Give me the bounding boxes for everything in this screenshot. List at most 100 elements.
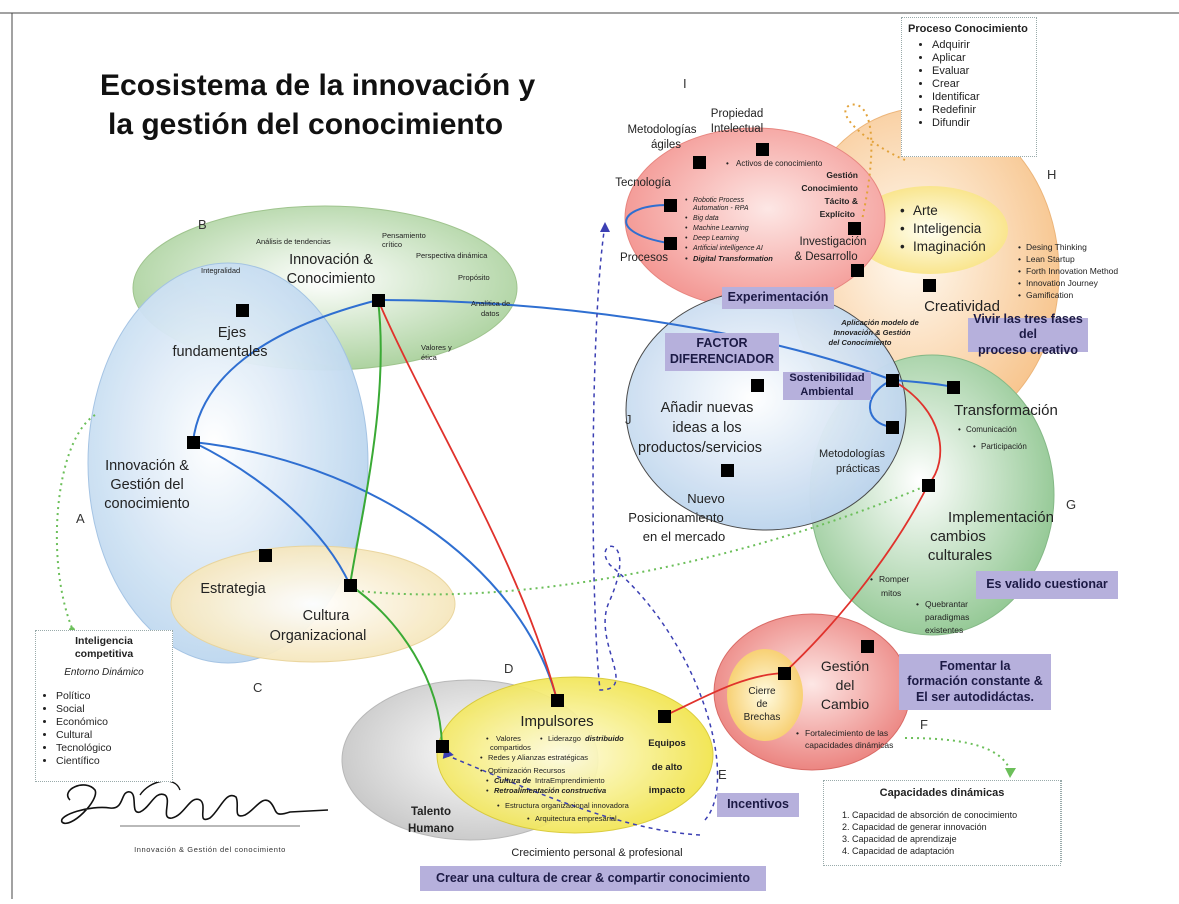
g-implementacion-3: culturales (928, 547, 992, 564)
g-bullet-participacion: • (973, 442, 976, 451)
g-bullet-comunicacion: • (958, 425, 961, 434)
green-line-c-to-d (349, 584, 443, 746)
capacidades-item: Capacidad de generar innovación (852, 821, 1060, 833)
inteligencia-title: Inteligencia competitiva (36, 631, 172, 661)
label-b: B (198, 217, 207, 232)
box-fomentar-formacion: Fomentar la formación constante & El ser… (899, 654, 1051, 710)
dotted-blue-loop (592, 224, 719, 821)
red-line-b-to-d (377, 299, 558, 701)
i-tech-bullet-5: • (685, 245, 688, 252)
capacidades-title: Capacidades dinámicas (879, 787, 1005, 799)
b-pensamiento-2: crítico (382, 240, 402, 249)
h-method-4: Gamification (1026, 290, 1074, 300)
node-ejes (236, 304, 249, 317)
node-innovacion-conocimiento (372, 294, 385, 307)
g-implementacion-2: cambios (930, 528, 986, 545)
h-bullet-2: • (900, 239, 905, 254)
d-equipos-1: Equipos (648, 738, 685, 749)
j-nuevo-2: Posicionamiento (628, 510, 723, 525)
j-metodologias-2: prácticas (836, 463, 881, 475)
d-crecimiento: Crecimiento personal & profesional (511, 847, 682, 859)
i-gestion-3: Tácito & (824, 196, 858, 206)
f-fortalecimiento-2: capacidades dinámicas (805, 740, 893, 750)
i-tech-bullet-3: • (685, 225, 688, 232)
h-bullet-1: • (900, 221, 905, 236)
label-a: A (76, 511, 85, 526)
i-bullet-activos: • (726, 159, 729, 168)
d-talento-2: Humano (408, 823, 454, 835)
node-creatividad (923, 279, 936, 292)
h-method-bullet-1: • (1018, 254, 1021, 264)
node-propiedad (756, 143, 769, 156)
capacidades-item: Capacidad de adaptación (852, 845, 1060, 857)
red-line-j-to-g (891, 379, 942, 486)
f-gestion-1: Gestión (821, 658, 869, 674)
g-transformacion: Transformación (954, 402, 1058, 419)
fomentar-1: Fomentar la (939, 658, 1011, 673)
box-factor-diferenciador: FACTOR DIFERENCIADOR (665, 333, 779, 371)
node-cierre-brechas (778, 667, 791, 680)
h-method-0: Desing Thinking (1026, 242, 1087, 252)
proceso-title: Proceso Conocimiento (908, 23, 1028, 35)
node-investigacion (851, 264, 864, 277)
node-cultura (344, 579, 357, 592)
inteligencia-item: Social (56, 703, 172, 715)
b-pensamiento-1: Pensamiento (382, 231, 426, 240)
inteligencia-title-2: competitiva (74, 648, 134, 661)
node-anadir (751, 379, 764, 392)
c-estrategia: Estrategia (200, 581, 266, 597)
g-romper-1: Romper (879, 574, 909, 584)
signature-logo: Innovación & Gestión del conocimiento (61, 780, 329, 854)
d-estructura: Estructura organizacional innovadora (505, 801, 630, 810)
b-title-1: Innovación & (289, 252, 373, 268)
i-gestion-4: Explícito (820, 209, 855, 219)
h-item-2: Imaginación (913, 239, 986, 254)
node-talento (436, 740, 449, 753)
label-i: I (683, 76, 687, 91)
sostenibilidad-1: Sostenibilidad (789, 372, 865, 385)
f-cierre-2: de (756, 699, 768, 710)
capacidades-dinamicas-panel: Capacidades dinámicas Capacidad de absor… (823, 780, 1061, 866)
a-ig-2: Gestión del (110, 477, 183, 493)
fomentar-3: El ser autodidáctas. (915, 689, 1035, 704)
label-j: J (625, 412, 632, 427)
f-bullet-fortalecimiento: • (796, 728, 799, 738)
box-experimentacion: Experimentación (722, 287, 834, 309)
proceso-item: Redefinir (932, 104, 1036, 116)
d-bullet-estructura: • (497, 801, 500, 810)
inteligencia-title-1: Inteligencia (75, 635, 133, 647)
d-bullet-arquitectura: • (527, 814, 530, 823)
box-incentivos: Incentivos (717, 793, 799, 817)
i-tech-bullet-digital: • (685, 254, 688, 263)
capacidades-item: Capacidad de absorción de conocimiento (852, 809, 1060, 821)
vivir-1: Vivir las tres fases del (973, 311, 1083, 342)
c-cultura-1: Cultura (303, 608, 351, 624)
box-es-valido-cuestionar: Es valido cuestionar (976, 571, 1118, 599)
i-investigacion-2: & Desarrollo (794, 251, 857, 263)
green-line-b-to-c (349, 299, 382, 586)
signature-stroke (61, 784, 329, 825)
d-bullet-liderazgo: • (540, 734, 543, 743)
d-bullet-valores: • (486, 734, 489, 743)
arrowhead-up (600, 222, 610, 232)
proceso-item: Evaluar (932, 65, 1036, 77)
proceso-item: Aplicar (932, 52, 1036, 64)
d-valores-1: Valores (496, 734, 521, 743)
i-tech-bullet-4: • (685, 235, 688, 242)
a-ejes-2: fundamentales (172, 344, 267, 360)
node-metodologias-practicas (886, 421, 899, 434)
j-nuevo-1: Nuevo (687, 491, 725, 506)
i-tech-1: Automation - RPA (692, 205, 749, 212)
j-aplicacion-2: Innovación & Gestión (833, 328, 911, 337)
j-metodologias-1: Metodologías (819, 448, 886, 460)
dotted-green-to-inteligencia (55, 414, 96, 629)
d-arquitectura: Arquitectura empresarial (535, 814, 617, 823)
node-tecnologia (664, 199, 677, 212)
h-item-0: Arte (913, 203, 938, 218)
b-title-2: Conocimiento (287, 271, 376, 287)
blue-line-a-to-c (192, 441, 351, 586)
b-perspectiva: Perspectiva dinámica (416, 251, 488, 260)
b-valores-2: ética (421, 353, 438, 362)
circle-h-inner (852, 186, 1008, 274)
box-vivir-fases: Vivir las tres fases del proceso creativ… (968, 312, 1088, 357)
